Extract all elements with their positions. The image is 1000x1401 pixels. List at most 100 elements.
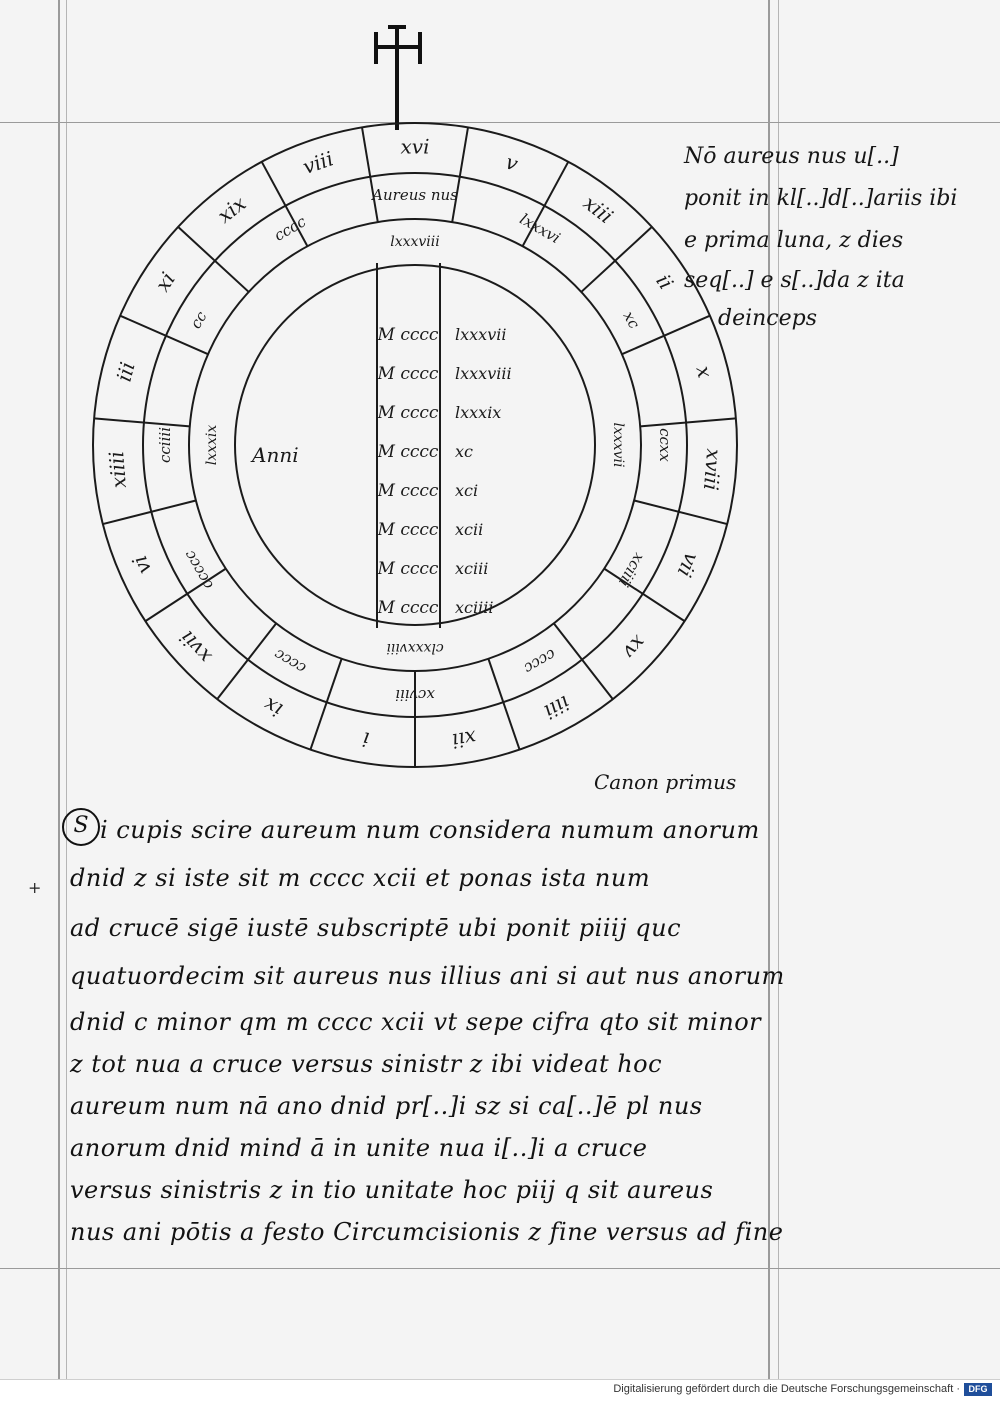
center-row-year: xciiii [455, 598, 493, 617]
ring-divider [580, 226, 653, 293]
outer-ring-label: iiii [540, 691, 574, 724]
decorated-initial: S [62, 808, 100, 846]
ruling-vertical-right [768, 0, 770, 1380]
note-line-5: deinceps [718, 306, 818, 331]
center-row-numeral: M cccc [377, 559, 439, 579]
middle-ring-label: ccccc [180, 547, 217, 593]
outer-ring-label: xvii [175, 626, 217, 668]
canon-line-6: z tot nua a cruce versus sinistr z ibi v… [70, 1050, 663, 1078]
canon-line-4: quatuordecim sit aureus nus illius ani s… [70, 962, 785, 990]
ring-divider [451, 127, 469, 223]
center-row-year: xciii [455, 559, 488, 578]
ring-divider [260, 161, 309, 247]
center-row-numeral: M cccc [377, 442, 439, 462]
cross-icon [374, 25, 422, 130]
canon-heading: Canon primus [594, 770, 737, 794]
outer-ring-label: xviii [699, 448, 726, 492]
outer-ring-label: xii [450, 726, 478, 754]
outer-ring-label: ii [651, 270, 678, 294]
outer-ring-label: xi [150, 268, 180, 296]
middle-ring-label: xcviii [395, 686, 435, 704]
middle-ring-label: cccc [520, 645, 559, 678]
middle-ring-label: xc [619, 308, 643, 332]
canon-line-8: anorum dnid mind ā in unite nua i[..]i a… [70, 1134, 648, 1162]
outer-ring-label: v [503, 149, 522, 176]
middle-ring-label: xciiii [615, 550, 649, 590]
middle-ring-label: cciiii [156, 427, 174, 463]
ring-divider [119, 314, 209, 356]
canon-line-2: dnid z si iste sit m cccc xcii et ponas … [70, 864, 651, 892]
ring-divider [640, 417, 736, 428]
inner-ring-label: clxxxviii [386, 640, 443, 656]
ring-divider [94, 417, 190, 428]
middle-ring-label: ccxx [656, 428, 674, 462]
note-line-2: ponit in kl[..]d[..]ariis ibi [684, 186, 958, 211]
ring-divider [553, 622, 614, 700]
middle-ring-label: cc [186, 308, 210, 332]
note-line-3: e prima luna, z dies [684, 228, 904, 253]
note-line-1: Nō aureus nus u[..] [684, 144, 899, 169]
center-row-numeral: M cccc [377, 325, 439, 345]
ruling-horizontal-bottom [0, 1268, 1000, 1269]
center-row-year: lxxxix [455, 403, 501, 422]
footer-credit: Digitalisierung gefördert durch die Deut… [613, 1383, 960, 1395]
center-row-numeral: M cccc [377, 520, 439, 540]
canon-line-7: aureum num nā ano dnid pr[..]i sz si ca[… [70, 1092, 703, 1120]
ring-divider [309, 658, 343, 750]
center-label: Anni [250, 443, 299, 467]
ring-divider [603, 567, 686, 622]
outer-ring-label: xvi [401, 135, 430, 159]
ruling-vertical-right-inner [778, 0, 779, 1380]
ring-divider [361, 127, 379, 223]
outer-ring-label: xix [213, 191, 251, 228]
center-row-year: xcii [455, 520, 483, 539]
footer-bar: Digitalisierung gefördert durch die Deut… [0, 1379, 1000, 1401]
ring-divider [144, 567, 227, 622]
inner-ring-label: lxxxix [204, 425, 220, 466]
ring-divider [621, 314, 711, 356]
canon-line-3: ad crucē sigē iustē subscriptē ubi ponit… [70, 914, 682, 942]
center-row-year: lxxxviii [455, 364, 512, 383]
ring-divider [521, 161, 570, 247]
ruling-vertical-left-inner [66, 0, 67, 1380]
outer-ring-label: xv [618, 631, 651, 664]
outer-ring-label: x [691, 363, 717, 380]
outer-ring-label: xiiii [104, 450, 131, 489]
outer-ring-label: viii [300, 146, 337, 179]
outer-ring-label: vii [673, 549, 705, 581]
ring-divider [177, 226, 250, 293]
outer-ring-label: ix [259, 693, 286, 723]
canon-line-1: i cupis scire aureum num considera numum… [100, 816, 760, 844]
middle-ring-labels: Aureus nuslxxxvixcccxxxciiiiccccxcviiicc… [156, 186, 674, 704]
golden-number-diagram: xvivxiiiiixxviiiviixviiiixiiiixxviivixii… [92, 25, 738, 768]
center-row-year: xci [455, 481, 478, 500]
inner-ring-label: lxxxviii [390, 234, 440, 250]
outer-ring-label: iii [112, 359, 140, 384]
ring-dividers [94, 127, 736, 767]
dfg-logo: DFG [964, 1383, 992, 1396]
canon-line-9: versus sinistris z in tio unitate hoc pi… [70, 1176, 714, 1204]
center-row-numeral: M cccc [377, 598, 439, 618]
ruling-vertical-left [58, 0, 60, 1380]
center-row-year: xc [455, 442, 473, 461]
middle-ring-label: Aureus nus [370, 186, 458, 204]
center-row-numeral: M cccc [377, 403, 439, 423]
ring-divider [102, 499, 197, 526]
inner-ring-inner-edge [234, 264, 596, 626]
center-row-numeral: M cccc [377, 364, 439, 384]
margin-mark: + [28, 878, 42, 897]
inner-ring-label: lxxxvii [610, 422, 626, 467]
note-line-4: seq[..] e s[..]da z ita [684, 268, 905, 293]
outer-ring-label: i [361, 727, 371, 752]
inner-ring-labels: lxxxviii lxxxvii clxxxviii lxxxix [204, 234, 626, 656]
middle-ring-label: cccc [270, 645, 309, 678]
ring-divider [487, 658, 521, 750]
ring-divider [216, 622, 277, 700]
outer-ring-label: xiii [579, 191, 618, 229]
ring-divider [633, 499, 728, 526]
center-row-numeral: M cccc [377, 481, 439, 501]
outer-ring-label: vi [127, 552, 156, 578]
canon-line-5: dnid c minor qm m cccc xcii vt sepe cifr… [70, 1008, 762, 1036]
